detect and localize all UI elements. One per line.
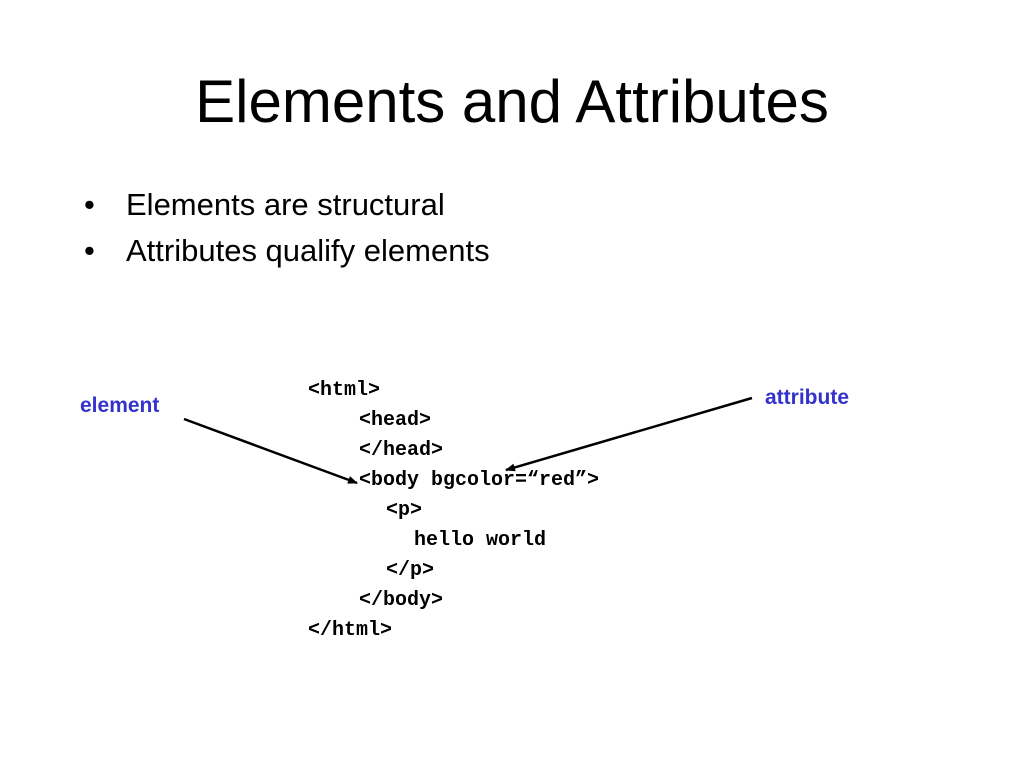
- code-line: <head>: [359, 409, 432, 432]
- bullet-list: • Elements are structural • Attributes q…: [84, 182, 490, 274]
- code-listing: <html> <head> </head> <body bgcolor=“red…: [308, 376, 599, 646]
- code-line: <html>: [308, 379, 381, 402]
- code-line: </head>: [359, 439, 444, 462]
- bullet-dot-icon: •: [84, 233, 95, 268]
- bullet-item: • Elements are structural: [84, 182, 490, 228]
- slide-title: Elements and Attributes: [195, 68, 829, 135]
- attribute-annotation-label: attribute: [765, 386, 849, 409]
- bullet-dot-icon: •: [84, 187, 95, 222]
- bullet-text: Attributes qualify elements: [126, 233, 490, 268]
- code-line: </body>: [359, 589, 444, 612]
- bullet-text: Elements are structural: [126, 187, 445, 222]
- element-annotation-label: element: [80, 394, 160, 417]
- bullet-item: • Attributes qualify elements: [84, 228, 490, 274]
- code-line: <p>: [386, 499, 423, 522]
- code-line: </p>: [386, 559, 435, 582]
- code-line: </html>: [308, 619, 393, 642]
- code-line: hello world: [414, 529, 547, 552]
- code-line: <body bgcolor=“red”>: [359, 469, 600, 492]
